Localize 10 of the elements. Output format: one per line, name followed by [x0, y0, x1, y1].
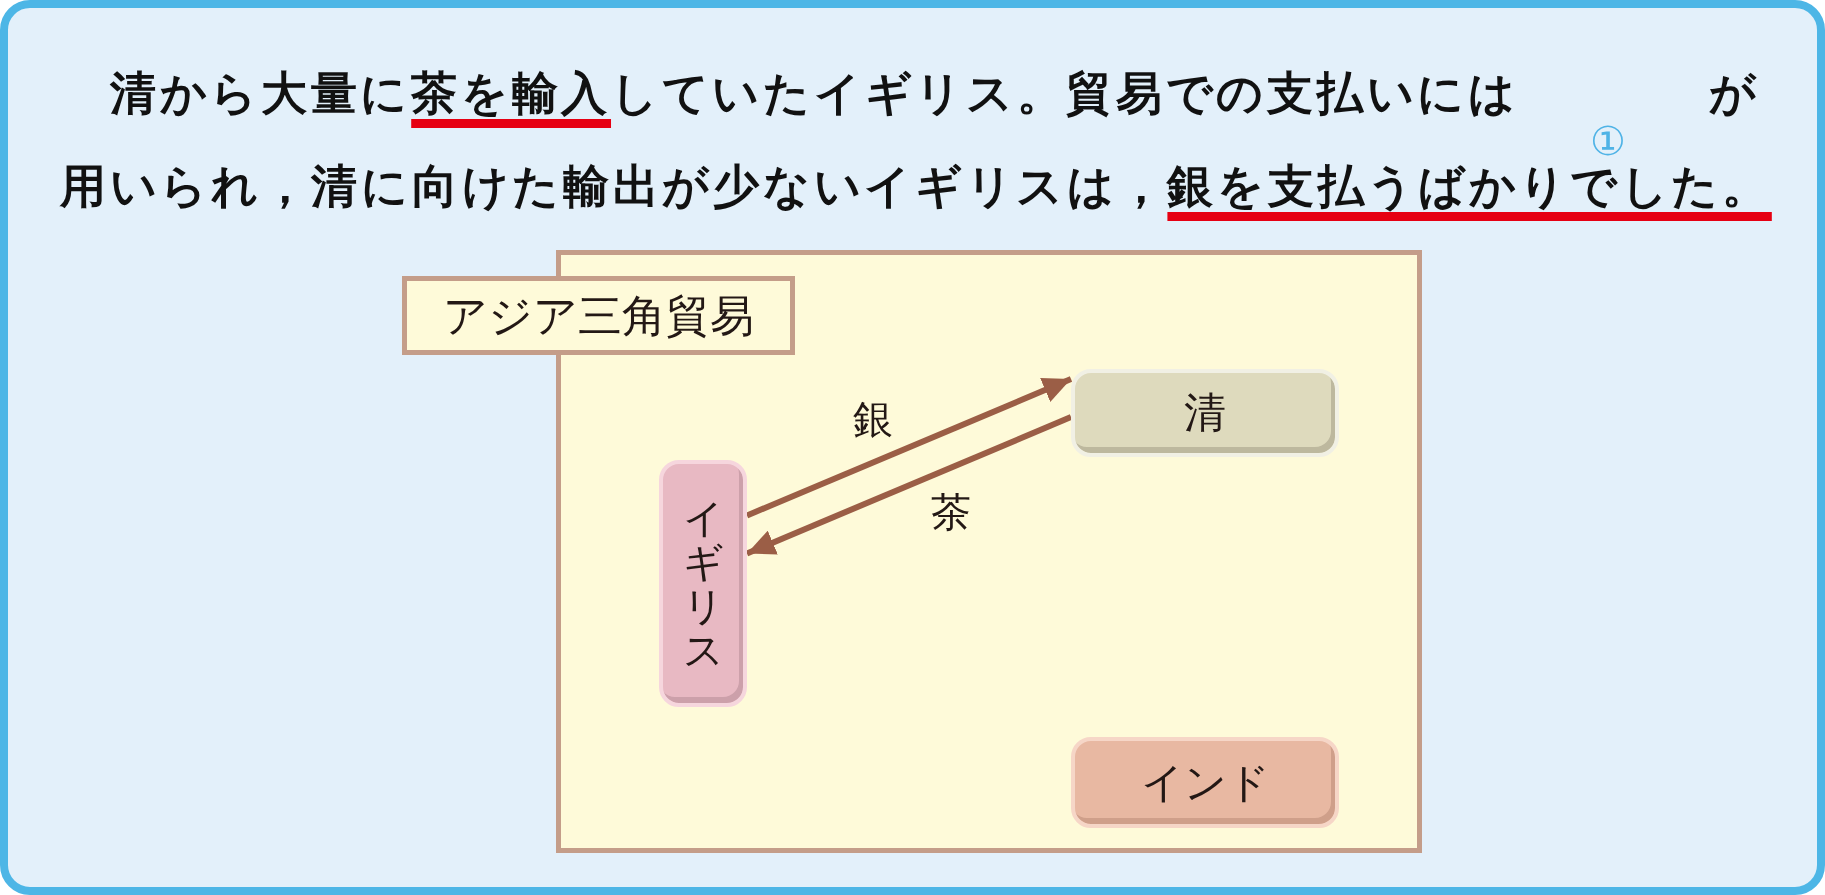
- panel-title: アジア三角貿易: [443, 290, 754, 341]
- question-text: 清から大量に茶を輸入していたイギリス。貿易での支払いには ① が用いられ，清に向けた輸出が少ないイギリスは，銀を支払うばかりでした。: [60, 65, 1773, 215]
- country-box: インド: [1071, 737, 1339, 828]
- edge-label: 銀: [853, 397, 893, 442]
- country-box: 清: [1071, 369, 1339, 457]
- arrow: [745, 414, 1073, 557]
- country-box: イギリス: [659, 460, 747, 707]
- arrow: [745, 376, 1073, 519]
- edge-label: 茶: [931, 490, 971, 535]
- diagram-panel: [402, 250, 1422, 853]
